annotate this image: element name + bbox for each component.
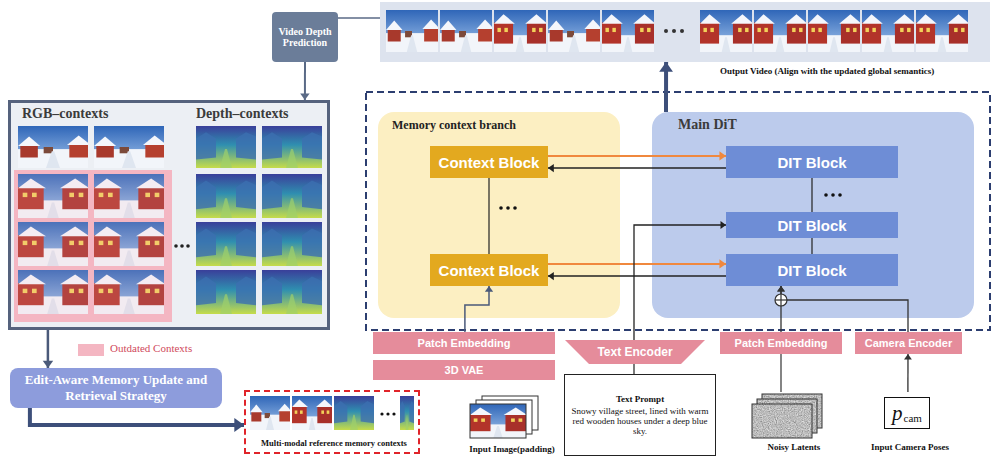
node-label: Main DiT xyxy=(678,117,878,133)
pose-symbol: pcam xyxy=(884,397,930,429)
context-panel: RGB–contexts Depth–contexts xyxy=(8,100,330,330)
prompt-box: Text PromptSnowy village street, lined w… xyxy=(564,374,716,456)
node-label: DIT Block xyxy=(777,154,846,171)
node-label: Video Depth Prediction xyxy=(274,26,336,49)
legend-label: Outdated Contexts xyxy=(110,342,192,354)
connector-line xyxy=(548,275,726,277)
process-box: Video Depth Prediction xyxy=(272,12,338,62)
block-box: DIT Block xyxy=(726,254,898,286)
arrow-head xyxy=(300,93,309,100)
arrow-head xyxy=(777,286,785,292)
node-label: Context Block xyxy=(439,262,540,279)
connector xyxy=(30,408,244,432)
node-label: Input Camera Poses xyxy=(856,442,964,452)
module-box: Patch Embedding xyxy=(373,332,555,354)
connector-line xyxy=(548,263,726,265)
arrow-head xyxy=(234,418,244,432)
module-box: Camera Encoder xyxy=(855,332,962,354)
connector-line xyxy=(465,286,489,332)
branch-panel: Memory context branchContext BlockContex… xyxy=(378,112,620,318)
connector-line xyxy=(548,155,726,157)
module-box: 3D VAE xyxy=(373,360,555,380)
block-box: DIT Block xyxy=(726,146,898,178)
connector xyxy=(812,238,813,254)
block-box: Context Block xyxy=(430,146,548,178)
node-label: Input Image(padding) xyxy=(462,444,562,454)
block-box: DIT Block xyxy=(726,212,898,238)
node-sublabel: Snowy village street, lined with warm re… xyxy=(570,406,710,436)
arrow-head xyxy=(904,354,912,360)
connector-line xyxy=(781,286,908,332)
arrow-head xyxy=(659,62,673,72)
node-sublabel: Depth–contexts xyxy=(196,106,326,122)
node-label: Multi-modal reference memory contexts xyxy=(246,438,422,448)
connector xyxy=(548,151,726,160)
connector xyxy=(777,286,908,332)
connector xyxy=(548,272,726,280)
node-label: Output Video (Align with the updated glo… xyxy=(720,66,990,76)
node-label: p xyxy=(892,401,903,426)
node-label: Patch Embedding xyxy=(418,337,511,349)
encoder-trapezoid: Text Encoder xyxy=(565,340,705,364)
video-strip: Output Video (Align with the updated glo… xyxy=(380,2,990,62)
noise-input: Noisy Latents xyxy=(744,392,844,456)
node-label: DIT Block xyxy=(777,217,846,234)
node-label: Text Encoder xyxy=(597,345,672,359)
connector-line xyxy=(338,17,380,19)
connector xyxy=(781,354,782,392)
connector-line xyxy=(811,178,812,212)
node-label: Text Prompt xyxy=(616,394,664,404)
connector-line xyxy=(548,167,726,169)
input-image: Input Image(padding) xyxy=(462,394,562,456)
node-label: DIT Block xyxy=(777,262,846,279)
node-label: Patch Embedding xyxy=(735,337,828,349)
node-label: Camera Encoder xyxy=(865,337,952,349)
legend-swatch xyxy=(78,344,104,356)
memory-box: Multi-modal reference memory contexts xyxy=(244,390,420,454)
arrow-head xyxy=(777,286,785,292)
arrow-head xyxy=(719,151,726,160)
node-label: RGB–contexts xyxy=(22,106,182,122)
connector xyxy=(634,221,726,340)
connector-line xyxy=(30,408,244,425)
block-box: Context Block xyxy=(430,254,548,286)
branch-panel: Main DiTDIT BlockDIT BlockDIT Block xyxy=(652,112,974,318)
connector-line xyxy=(907,354,908,392)
connector-line xyxy=(633,364,634,374)
connector xyxy=(548,259,726,268)
module-box: Patch Embedding xyxy=(720,332,842,354)
connector-line xyxy=(488,178,489,254)
node-sublabel: cam xyxy=(904,412,922,424)
arrow-head xyxy=(485,286,493,292)
connector-line xyxy=(634,225,726,340)
arrow-head xyxy=(719,259,726,268)
arrow-head xyxy=(43,361,53,368)
connector xyxy=(338,18,380,19)
node-label: Context Block xyxy=(439,154,540,171)
connector xyxy=(659,62,673,112)
camera-input: Input Camera Poses pcam xyxy=(856,392,964,456)
connector xyxy=(489,178,490,254)
process-box: Edit-Aware Memory Update and Retrieval S… xyxy=(10,368,222,408)
connector-line xyxy=(811,238,812,254)
trapezoid-outline xyxy=(565,340,705,364)
connector xyxy=(465,286,493,332)
connector xyxy=(43,330,53,368)
connector-line xyxy=(780,354,781,392)
node-label: Noisy Latents xyxy=(744,442,844,452)
connector xyxy=(634,364,635,374)
connector xyxy=(548,164,726,172)
connector xyxy=(300,62,309,100)
connector xyxy=(812,178,813,212)
node-label: 3D VAE xyxy=(445,364,484,376)
arrow-head xyxy=(548,164,554,172)
connector xyxy=(904,354,912,392)
arrow-head xyxy=(548,272,554,280)
node-label: Memory context branch xyxy=(392,118,612,133)
node-label: Edit-Aware Memory Update and Retrieval S… xyxy=(24,372,209,403)
